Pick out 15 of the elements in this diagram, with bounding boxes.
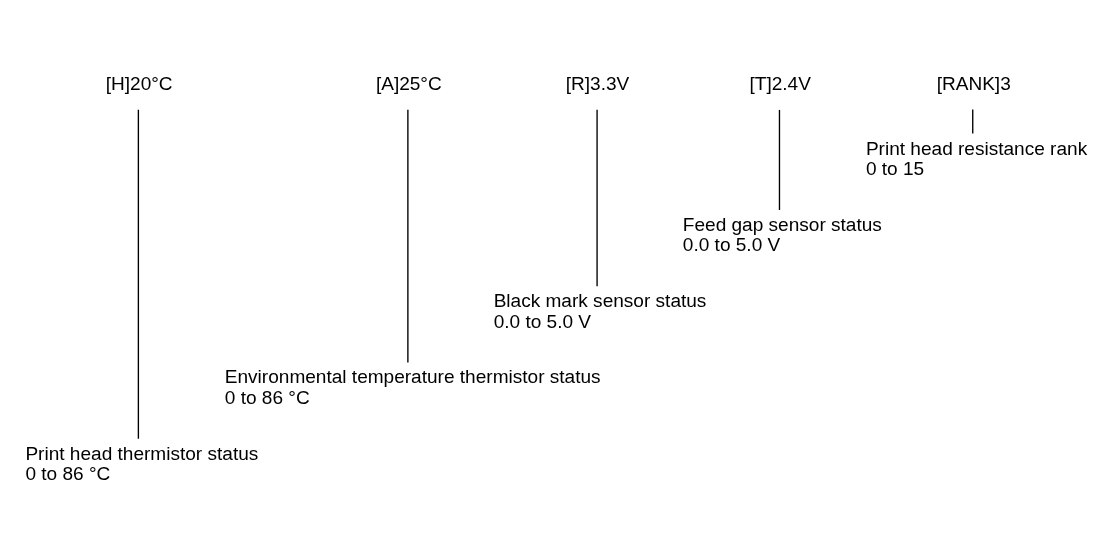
node-text: [RANK]3 bbox=[936, 72, 1011, 94]
node-text: Black mark sensor status 0.0 to 5.0 V bbox=[493, 290, 707, 332]
node-text: Print head thermistor status 0 to 86 °C bbox=[25, 442, 259, 484]
node-text: Print head resistance rank 0 to 15 bbox=[865, 137, 1088, 180]
connector bbox=[778, 109, 781, 211]
node-text: [A]25°C bbox=[375, 72, 442, 94]
node-text: [T]2.4V bbox=[749, 72, 811, 94]
connector bbox=[407, 109, 409, 364]
connector bbox=[596, 109, 598, 287]
node-text: [R]3.3V bbox=[565, 72, 630, 94]
node-text: [H]20°C bbox=[105, 72, 173, 94]
node-text: Feed gap sensor status 0.0 to 5.0 V bbox=[682, 213, 882, 256]
connector bbox=[137, 109, 140, 440]
node-text: Environmental temperature thermistor status 0 to 86 °C bbox=[224, 366, 601, 408]
connector bbox=[972, 108, 974, 135]
